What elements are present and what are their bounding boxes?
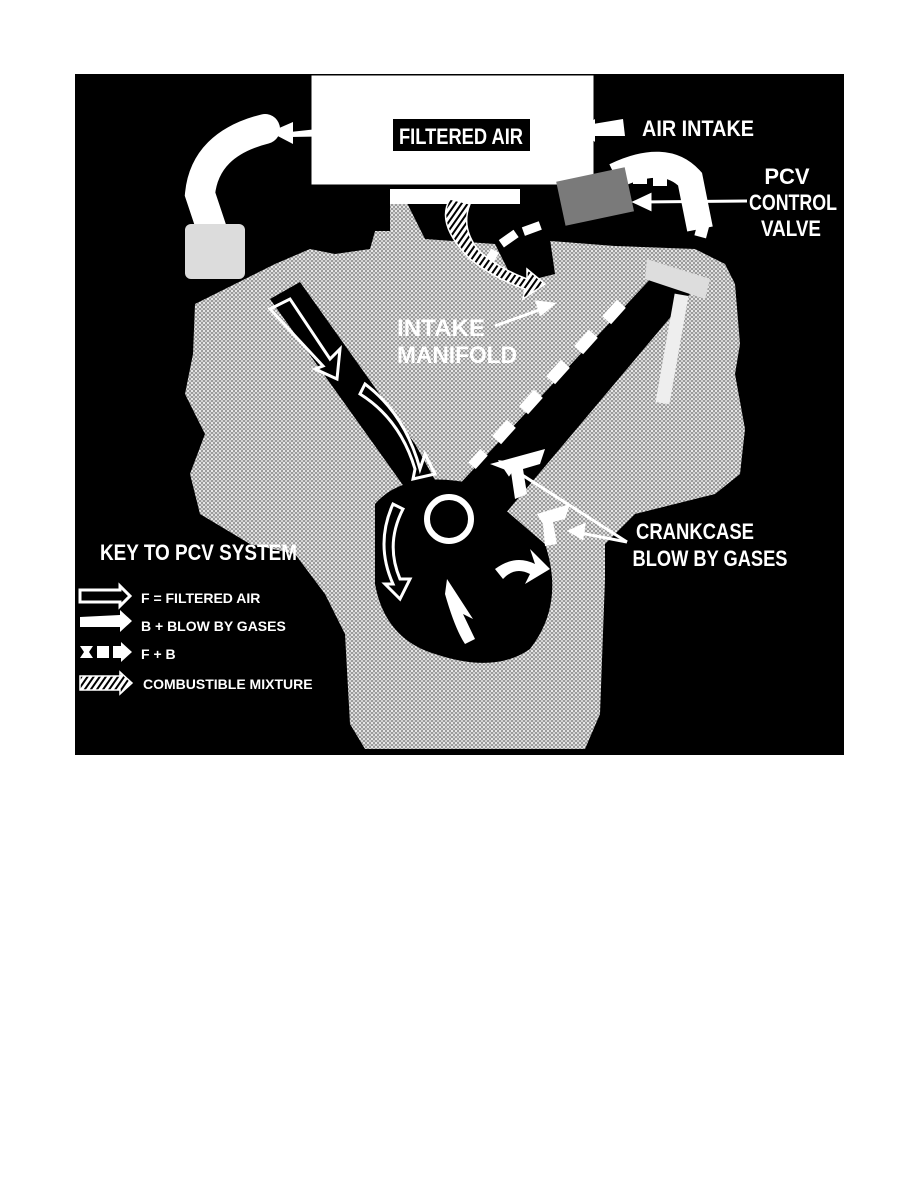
valve-rocker	[645, 259, 710, 299]
breather-tube	[184, 114, 280, 254]
leader-lines	[494, 192, 748, 544]
right-passage	[455, 274, 690, 514]
engine-illustration	[184, 74, 748, 749]
filtered-air-arrows	[267, 297, 438, 602]
crankshaft	[424, 494, 474, 544]
air-filter-box	[308, 74, 597, 188]
left-passage	[270, 282, 440, 509]
pcv-diagram: FILTERED AIR AIR INTAKE PCV CONTROL VALV…	[75, 74, 844, 755]
f-plus-b-arrows	[468, 174, 710, 470]
pcv-hose	[609, 151, 713, 232]
crank-cavity	[375, 479, 553, 663]
combustible-mixture-arrow	[444, 198, 547, 301]
intake-cavity	[405, 199, 555, 284]
